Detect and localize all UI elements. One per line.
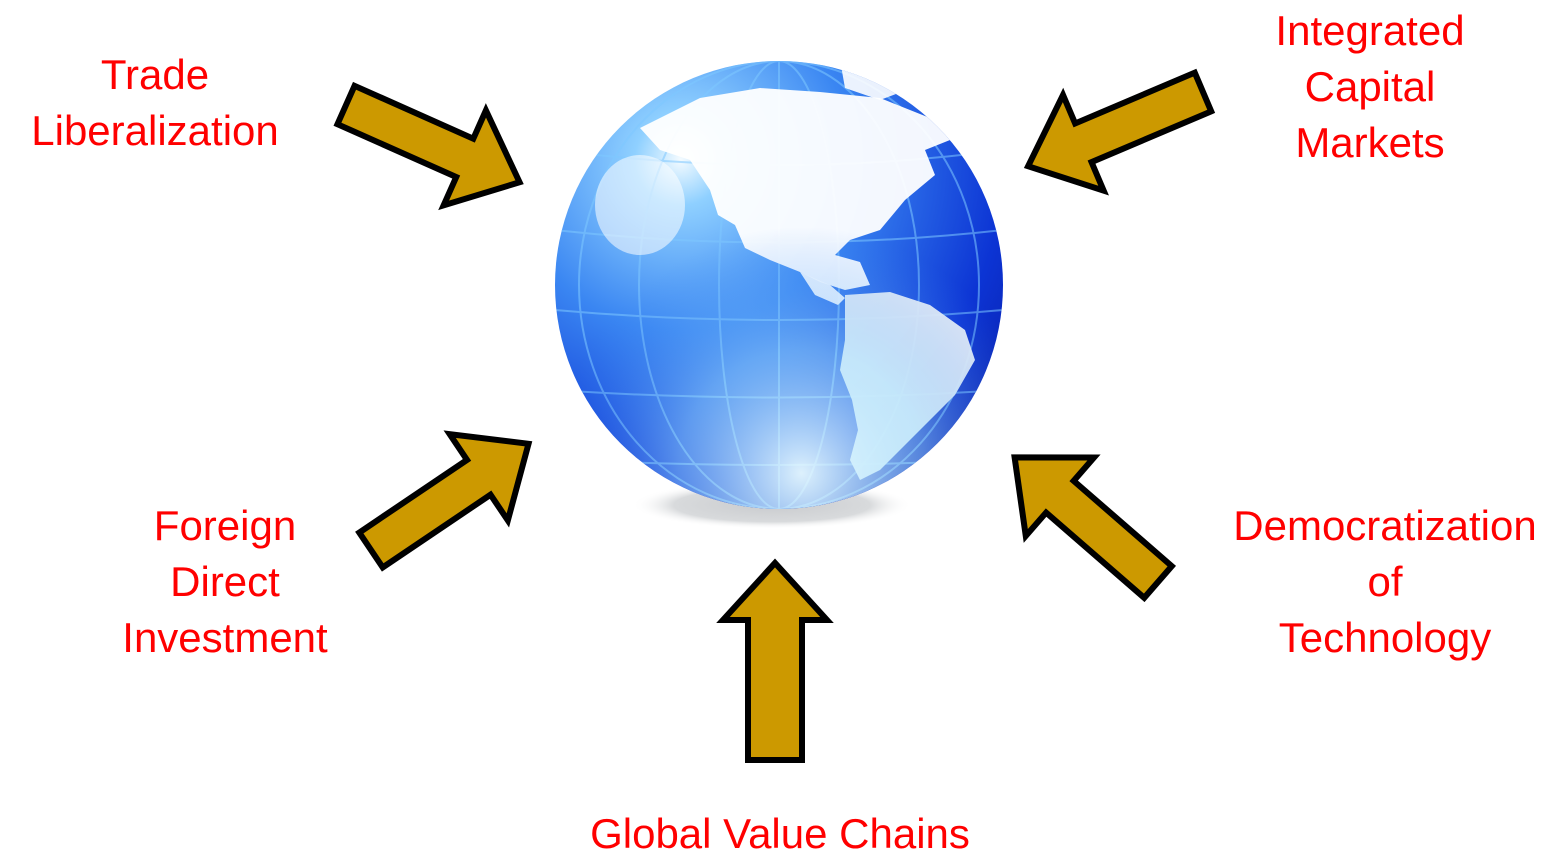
label-line: of xyxy=(1367,558,1403,605)
arrow-gvc xyxy=(716,558,834,763)
label-line: Technology xyxy=(1278,614,1492,661)
label-global-value-chains: Global Value Chains xyxy=(500,806,1060,862)
globe-icon xyxy=(555,61,1003,529)
label-line: Direct xyxy=(170,558,280,605)
arrow-tech xyxy=(1011,454,1177,603)
label-line: Liberalization xyxy=(31,107,279,154)
label-line: Trade xyxy=(100,51,210,98)
label-trade-liberalization: Trade Liberalization xyxy=(0,47,310,159)
label-line: Democratization xyxy=(1233,502,1537,549)
label-line: Global Value Chains xyxy=(590,810,970,857)
arrow-fdi xyxy=(355,430,533,572)
label-line: Investment xyxy=(122,614,328,661)
label-line: Capital xyxy=(1304,63,1436,110)
arrow-capital xyxy=(1023,68,1216,196)
label-line: Integrated xyxy=(1275,7,1465,54)
label-foreign-direct-investment: Foreign Direct Investment xyxy=(85,498,365,666)
arrow-trade xyxy=(333,81,524,211)
label-democratization-of-technology: Democratization of Technology xyxy=(1205,498,1565,666)
label-integrated-capital-markets: Integrated Capital Markets xyxy=(1230,3,1510,171)
label-line: Markets xyxy=(1295,119,1445,166)
label-line: Foreign xyxy=(153,502,297,549)
